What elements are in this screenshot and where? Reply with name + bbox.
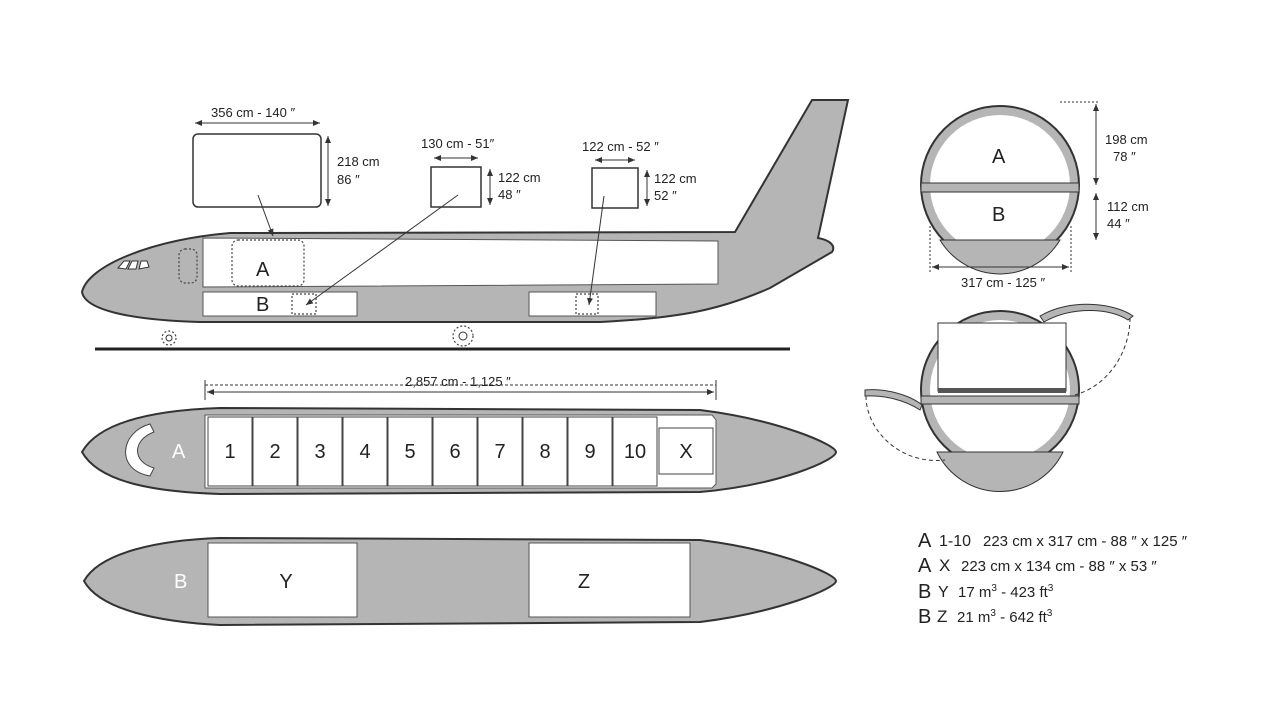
- position-cell-3: [297, 416, 343, 487]
- legend-row: B Z 21 m3 - 642 ft3: [918, 606, 1053, 628]
- position-label: 5: [404, 441, 415, 463]
- position-label: 2: [269, 441, 280, 463]
- top-view-main-deck: 2,857 cm - 1,125 ″ A 1 2 3 4 5 6 7 8 9 10 X: [80, 374, 838, 496]
- position-cell-8: [522, 416, 568, 487]
- container-aft: [591, 167, 639, 209]
- deck-b-label: B: [256, 294, 269, 316]
- cross-section-doors-open: [864, 303, 1134, 492]
- wheel-icon: [452, 325, 474, 347]
- pallet-height-in: 86 ″: [337, 172, 360, 187]
- legend: A 1-10 223 cm x 317 cm - 88 ″ x 125 ″ A …: [918, 530, 1188, 628]
- position-cell-9: [567, 416, 613, 487]
- legend-row: B Y 17 m3 - 423 ft3: [918, 581, 1054, 603]
- pallet-position-a: [231, 239, 305, 287]
- lower-door-open: [864, 389, 923, 411]
- lower-height-cm: 112 cm: [1107, 199, 1149, 214]
- side-view: A B 356 cm - 140 ″ 218 cm 86 ″ 130 cm - …: [80, 99, 850, 351]
- pallet-width: 356 cm - 140 ″: [211, 105, 295, 120]
- legend-row: A 1-10 223 cm x 317 cm - 88 ″ x 125 ″: [918, 530, 1188, 552]
- section-width: 317 cm - 125 ″: [961, 275, 1045, 290]
- position-cell-10: [612, 416, 658, 487]
- position-label: X: [679, 441, 692, 463]
- svg-text:A: A: [918, 555, 932, 577]
- hold-y-label: Y: [279, 571, 292, 593]
- container-fwd: [430, 166, 482, 208]
- deck-length: 2,857 cm - 1,125 ″: [405, 374, 511, 389]
- position-cell-5: [387, 416, 433, 487]
- position-label: 10: [624, 441, 646, 463]
- svg-text:17 m3 - 423 ft3: 17 m3 - 423 ft3: [958, 583, 1054, 601]
- upper-deck-label: A: [992, 146, 1006, 168]
- cockpit-windows-icon: [117, 260, 150, 270]
- svg-text:Z: Z: [937, 607, 947, 626]
- deck-a-label: A: [256, 259, 270, 281]
- upper-door-open: [1039, 303, 1134, 323]
- lower-deck-label: B: [992, 204, 1005, 226]
- svg-text:X: X: [939, 556, 950, 575]
- position-label: 8: [539, 441, 550, 463]
- main-deck-a: [202, 237, 719, 288]
- position-label: 4: [359, 441, 370, 463]
- door-icon: [178, 248, 198, 284]
- svg-text:223 cm x 134 cm - 88 ″ x 53 ″: 223 cm x 134 cm - 88 ″ x 53 ″: [961, 558, 1157, 575]
- svg-text:A: A: [918, 530, 932, 552]
- position-cell-1: [207, 416, 253, 487]
- position-label: 3: [314, 441, 325, 463]
- container-fwd-height-cm: 122 cm: [498, 170, 541, 185]
- svg-text:21 m3 - 642 ft3: 21 m3 - 642 ft3: [957, 608, 1053, 626]
- lower-hold-fwd: [202, 291, 358, 317]
- wheel-icon: [161, 330, 177, 346]
- legend-row: A X 223 cm x 134 cm - 88 ″ x 53 ″: [918, 555, 1157, 577]
- pallet-main: [192, 133, 322, 208]
- position-cell-4: [342, 416, 388, 487]
- hold-z-label: Z: [578, 571, 590, 593]
- svg-text:B: B: [918, 581, 931, 603]
- fuselage-top-b: [82, 536, 838, 627]
- upper-height-cm: 198 cm: [1105, 132, 1148, 147]
- container-aft-height-in: 52 ″: [654, 188, 677, 203]
- position-label: 7: [494, 441, 505, 463]
- container-fwd-width: 130 cm - 51″: [421, 136, 495, 151]
- upper-height-in: 78 ″: [1113, 149, 1136, 164]
- top-view-lower-deck: B Y Z: [82, 536, 838, 627]
- lower-hold-aft: [528, 291, 657, 317]
- cockpit-seats-icon: [125, 423, 155, 477]
- svg-text:1-10: 1-10: [939, 533, 971, 550]
- deck-a-label: A: [172, 441, 186, 463]
- cross-section: A B 198 cm 78 ″ 112 cm 44 ″ 317 cm - 125…: [920, 101, 1149, 290]
- svg-text:Y: Y: [938, 584, 949, 601]
- position-cell-7: [477, 416, 523, 487]
- svg-text:223 cm x 317 cm - 88 ″ x 125 ″: 223 cm x 317 cm - 88 ″ x 125 ″: [983, 533, 1188, 550]
- container-fwd-height-in: 48 ″: [498, 187, 521, 202]
- container-aft-height-cm: 122 cm: [654, 171, 697, 186]
- position-cell-X: [658, 427, 714, 475]
- container-position-fwd: [291, 293, 317, 315]
- position-label: 6: [449, 441, 460, 463]
- pallet-height-cm: 218 cm: [337, 154, 380, 169]
- container-aft-width: 122 cm - 52 ″: [582, 139, 659, 154]
- svg-text:B: B: [918, 606, 931, 628]
- container-position-aft: [575, 293, 599, 315]
- position-cell-2: [252, 416, 298, 487]
- position-cell-6: [432, 416, 478, 487]
- deck-b-label: B: [174, 571, 187, 593]
- fuselage-side: [80, 99, 850, 323]
- lower-height-in: 44 ″: [1107, 216, 1130, 231]
- position-label: 9: [584, 441, 595, 463]
- position-label: 1: [224, 441, 235, 463]
